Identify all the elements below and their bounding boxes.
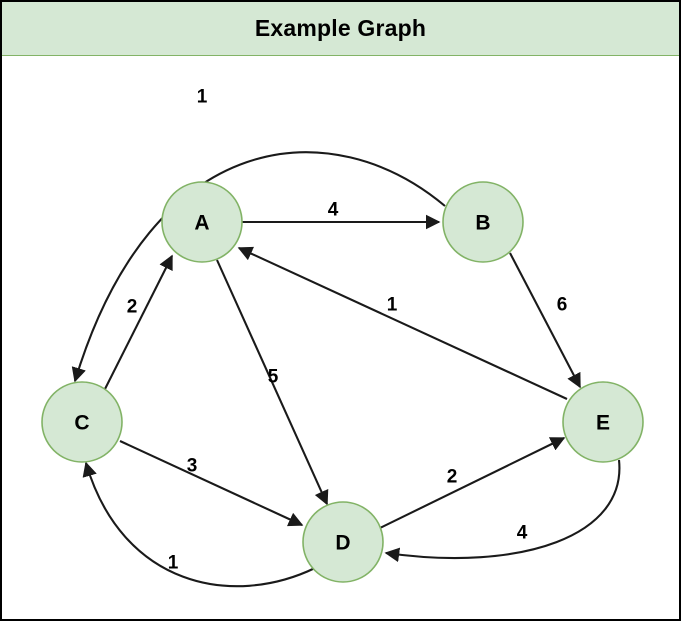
edge-C-A xyxy=(104,254,173,390)
node-C-circle[interactable] xyxy=(41,381,123,463)
edge-B-E xyxy=(509,252,581,389)
node-A[interactable]: A xyxy=(161,181,243,263)
page-title: Example Graph xyxy=(254,15,427,41)
node-B-label: B xyxy=(475,212,490,235)
title-bar: Example Graph xyxy=(2,2,679,56)
edge-E-A xyxy=(237,246,568,400)
graph-canvas: 1 4 2 1 6 5 3 2 4 1 A B xyxy=(2,56,679,619)
node-D-label: D xyxy=(335,532,350,555)
graph-svg: 1 4 2 1 6 5 3 2 4 1 A B xyxy=(41,87,644,588)
nodes-layer: A B C D E xyxy=(41,181,644,583)
node-B-circle[interactable] xyxy=(442,181,524,263)
node-A-label: A xyxy=(194,212,209,235)
node-D-circle[interactable] xyxy=(302,501,384,583)
edge-weights-layer: 1 4 2 1 6 5 3 2 4 1 xyxy=(127,87,568,574)
edge-E-D xyxy=(384,459,621,563)
edge-weight-B-C: 1 xyxy=(197,87,208,108)
edge-weight-B-E: 6 xyxy=(557,295,568,316)
edges-layer xyxy=(71,151,621,588)
node-E-circle[interactable] xyxy=(562,381,644,463)
node-A-circle[interactable] xyxy=(161,181,243,263)
edge-weight-A-B: 4 xyxy=(328,200,339,221)
edge-A-D xyxy=(216,259,329,506)
edge-weight-D-C: 1 xyxy=(168,553,179,574)
node-B[interactable]: B xyxy=(442,181,524,263)
edge-B-C xyxy=(71,151,446,383)
node-E-label: E xyxy=(596,412,610,435)
node-E[interactable]: E xyxy=(562,381,644,463)
edge-weight-C-D: 3 xyxy=(187,456,198,477)
node-D[interactable]: D xyxy=(302,501,384,583)
edge-weight-E-A: 1 xyxy=(387,295,398,316)
edge-weight-A-D: 5 xyxy=(268,367,279,388)
node-C-label: C xyxy=(74,412,89,435)
edge-weight-C-A: 2 xyxy=(127,297,138,318)
edge-weight-D-E: 2 xyxy=(447,467,458,488)
edge-C-D xyxy=(119,440,304,527)
edge-D-E xyxy=(379,437,566,529)
edge-weight-E-D: 4 xyxy=(517,523,528,544)
edge-D-C xyxy=(82,461,316,588)
node-C[interactable]: C xyxy=(41,381,123,463)
